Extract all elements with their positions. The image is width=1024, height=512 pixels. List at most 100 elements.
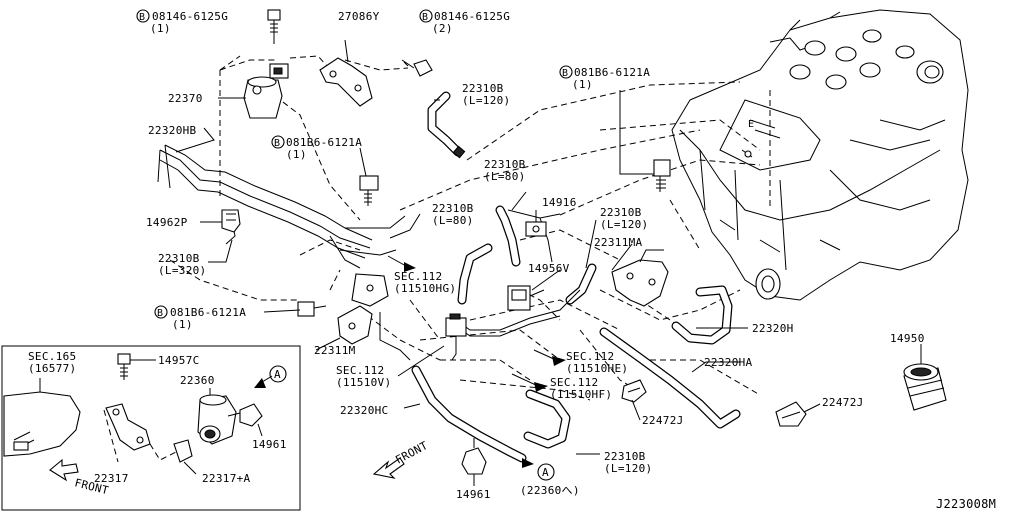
bracket-22311ma-icon xyxy=(611,249,669,307)
label-bracket-22311m: 22311M xyxy=(314,344,356,357)
clip-14961-bottom-icon xyxy=(461,438,487,475)
bolt-08146-top-icon xyxy=(267,9,281,36)
inset-label-14957c: 14957C xyxy=(158,354,200,367)
label-sensor-22370: 22370 xyxy=(168,92,203,105)
label-ref-a-note: (22360へ) xyxy=(520,484,580,497)
label-hose-22310b-l320: 22310B xyxy=(158,252,200,265)
label-leaders xyxy=(175,36,821,486)
bolt-mark: B xyxy=(157,308,163,319)
label-bolt-081b6-top-qty: (1) xyxy=(572,78,593,91)
label-hose-22310b-l120-b-len: (L=120) xyxy=(600,218,648,231)
label-bolt-08146-mid-qty: (2) xyxy=(432,22,453,35)
label-hose-22310b-l320-len: (L=320) xyxy=(158,264,206,277)
label-hose-22320h: 22320H xyxy=(752,322,794,335)
inset-detail: SEC.165 (16577) 14957C 22360 A xyxy=(1,345,301,511)
label-sec112-hf: SEC.112 xyxy=(550,376,598,389)
label-clip-22472j-a: 22472J xyxy=(642,414,684,427)
inset-label-22360: 22360 xyxy=(180,374,215,387)
canister-14950-icon xyxy=(903,344,947,411)
label-bolt-081b6-low-qty: (1) xyxy=(172,318,193,331)
bolt-081b6-low-icon xyxy=(297,301,327,317)
part-labels: B 08146-6125G (1) 27086Y B 08146-6125G (… xyxy=(136,9,996,511)
label-sec112-v: SEC.112 xyxy=(336,364,384,377)
inset-label-14961: 14961 xyxy=(252,438,287,451)
label-bolt-08146-top: 08146-6125G xyxy=(152,10,228,23)
clip-22472j-b-icon xyxy=(775,401,807,427)
label-hose-22310b-l80-a: 22310B xyxy=(484,158,526,171)
inset-arrow-icon xyxy=(254,378,266,388)
bolt-mark: B xyxy=(422,12,428,23)
bolt-14957c-icon xyxy=(117,353,131,380)
sensor-22370-icon xyxy=(243,63,289,119)
label-clip-14962p: 14962P xyxy=(146,216,188,229)
label-sec112-he: SEC.112 xyxy=(566,350,614,363)
valve-14956v-icon xyxy=(507,285,545,311)
bolt-081b6-top-icon xyxy=(619,90,671,192)
engine-marking: E xyxy=(748,119,754,130)
bolt-08146-mid-icon xyxy=(401,59,433,77)
bolt-mark-circle xyxy=(271,135,285,149)
clip-22317a-icon xyxy=(173,439,197,475)
clip-14962p-icon xyxy=(221,209,241,233)
label-hose-22310b-l120-b: 22310B xyxy=(600,206,642,219)
label-hose-22310b-l120-a-len: (L=120) xyxy=(462,94,510,107)
arrow-sec112-hg-icon xyxy=(404,262,416,272)
label-sec112-hf-sub: (11510HF) xyxy=(550,388,612,401)
label-canister-14950: 14950 xyxy=(890,332,925,345)
ref-a-letter: A xyxy=(542,466,549,479)
label-clip-22472j-b: 22472J xyxy=(822,396,864,409)
label-hose-22310b-l120-c-len: (L=120) xyxy=(604,462,652,475)
label-sec112-he-sub: (11510HE) xyxy=(566,362,628,375)
label-hose-22310b-l80-a-len: (L=80) xyxy=(484,170,526,183)
valve-14916-icon xyxy=(525,210,547,237)
label-bolt-081b6-mid: 081B6-6121A xyxy=(286,136,362,149)
label-bracket-27086y: 27086Y xyxy=(338,10,380,23)
label-hose-22310b-l80-b-len: (L=80) xyxy=(432,214,474,227)
arrow-sec112-he-icon xyxy=(552,356,566,366)
bracket-22311m-icon xyxy=(337,273,389,345)
label-sec112-hg: SEC.112 xyxy=(394,270,442,283)
arrow-ref-a-bottom-icon xyxy=(522,458,534,468)
front-arrow-main-icon xyxy=(372,457,405,479)
label-hose-22310b-l120-a: 22310B xyxy=(462,82,504,95)
bolt-mark-circle xyxy=(136,9,150,23)
label-hose-22320ha: 22320HA xyxy=(704,356,753,369)
engine-block-illustration: E xyxy=(671,9,969,301)
label-tube-22320hc: 22320HC xyxy=(340,404,388,417)
hose-tube-assemblies xyxy=(157,91,741,463)
intake-body-icon xyxy=(3,391,81,457)
label-hose-22310b-l80-b: 22310B xyxy=(432,202,474,215)
bolt-mark: B xyxy=(139,12,145,23)
inset-label-22317a: 22317+A xyxy=(202,472,251,485)
inset-label-sec165-sub: (16577) xyxy=(28,362,76,375)
bolt-081b6-mid-icon xyxy=(359,175,379,206)
clip-14961-inset-icon xyxy=(239,403,263,427)
label-hose-22310b-l120-c: 22310B xyxy=(604,450,646,463)
clip-22472j-a-icon xyxy=(621,379,647,403)
label-clip-14961-bottom: 14961 xyxy=(456,488,491,501)
bolt-mark-circle xyxy=(419,9,433,23)
bracket-27086y-icon xyxy=(319,39,373,107)
label-bolt-08146-mid: 08146-6125G xyxy=(434,10,510,23)
front-arrow-inset-icon xyxy=(49,458,79,482)
label-sec112-hg-sub: (11510HG) xyxy=(394,282,456,295)
label-bolt-081b6-low: 081B6-6121A xyxy=(170,306,246,319)
bolt-mark-circle xyxy=(559,65,573,79)
intake-port-icon xyxy=(13,441,29,451)
parts xyxy=(221,9,947,475)
inset-frame xyxy=(1,345,301,511)
label-bolt-081b6-top: 081B6-6121A xyxy=(574,66,650,79)
bolt-mark: B xyxy=(562,68,568,79)
label-valve-14916: 14916 xyxy=(542,196,577,209)
arrow-sec112-hf-icon xyxy=(534,382,548,392)
bolt-mark-circle xyxy=(154,305,168,319)
label-bolt-081b6-mid-qty: (1) xyxy=(286,148,307,161)
bolt-mark: B xyxy=(274,138,280,149)
ref-a-circle xyxy=(537,463,555,481)
label-front-main: FRONT xyxy=(393,439,430,467)
inset-label-sec165: SEC.165 xyxy=(28,350,76,363)
label-bracket-22311ma: 22311MA xyxy=(594,236,643,249)
inset-ref-a-letter: A xyxy=(274,368,281,381)
drawing-id: J223008M xyxy=(936,497,996,511)
label-valve-14956v: 14956V xyxy=(528,262,570,275)
